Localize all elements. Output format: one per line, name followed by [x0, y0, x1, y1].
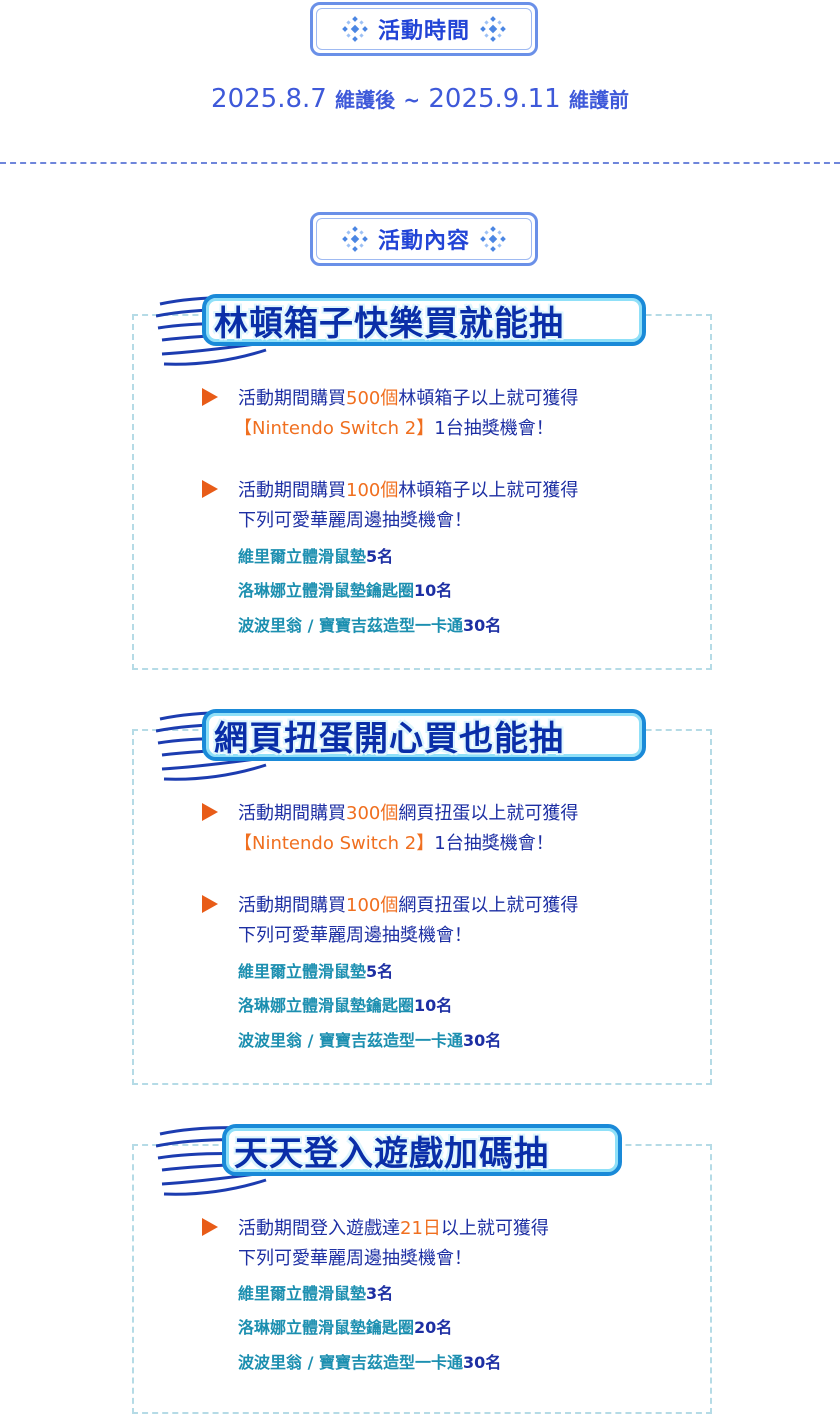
event-card-banner: 網頁扭蛋開心買也能抽: [202, 709, 646, 761]
item-text: 林頓箱子以上就可獲得: [398, 388, 579, 409]
item-text: 1台抽獎機會！: [434, 418, 554, 439]
item-text: 以上就可獲得: [440, 1218, 549, 1239]
event-card-box-login: 天天登入遊戲加碼抽 活動期間登入遊戲達21日以上就可獲得 下列可愛華麗周邊抽獎機…: [132, 1124, 712, 1414]
reward-item: 活動期間購買300個網頁扭蛋以上就可獲得 【Nintendo Switch 2】…: [202, 799, 578, 859]
event-card-banner: 林頓箱子快樂買就能抽: [202, 294, 646, 346]
event-card-title: 天天登入遊戲加碼抽: [234, 1133, 549, 1174]
prize-name: 【Nintendo Switch 2】: [234, 833, 435, 854]
reward-item: 活動期間購買100個林頓箱子以上就可獲得 下列可愛華麗周邊抽獎機會！: [202, 476, 578, 536]
start-date: 2025.8.7: [211, 84, 327, 114]
event-date-range: 2025.8.7 維護後 ~ 2025.9.11 維護前: [0, 84, 840, 114]
item-text: 網頁扭蛋以上就可獲得: [398, 895, 579, 916]
arrow-right-icon: [202, 388, 218, 406]
item-text: 活動期間購買: [238, 480, 346, 501]
event-card-title: 網頁扭蛋開心買也能抽: [214, 718, 564, 759]
item-text: 活動期間購買: [238, 388, 346, 409]
arrow-right-icon: [202, 480, 218, 498]
sparkle-icon: [342, 16, 368, 42]
item-text: 下列可愛華麗周邊抽獎機會！: [238, 925, 472, 946]
start-note: 維護後: [335, 88, 396, 112]
item-highlight: 100個: [346, 480, 399, 501]
item-text: 活動期間購買: [238, 803, 346, 824]
time-section-title: 活動時間: [377, 19, 470, 44]
item-highlight: 300個: [346, 803, 399, 824]
section-divider: [0, 162, 840, 164]
end-note: 維護前: [568, 88, 629, 112]
prize-line: 維里爾立體滑鼠墊5名: [238, 547, 394, 566]
arrow-right-icon: [202, 895, 218, 913]
prize-name: 【Nintendo Switch 2】: [234, 418, 435, 439]
item-text: 下列可愛華麗周邊抽獎機會！: [238, 1248, 472, 1269]
item-text: 1台抽獎機會！: [434, 833, 554, 854]
item-text: 下列可愛華麗周邊抽獎機會！: [238, 510, 472, 531]
prize-line: 維里爾立體滑鼠墊3名: [238, 1284, 394, 1303]
end-date: 2025.9.11: [428, 84, 561, 114]
prize-line: 洛琳娜立體滑鼠墊鑰匙圈10名: [238, 996, 453, 1015]
reward-item: 活動期間購買100個網頁扭蛋以上就可獲得 下列可愛華麗周邊抽獎機會！: [202, 891, 578, 951]
sparkle-icon: [480, 226, 506, 252]
sparkle-icon: [480, 16, 506, 42]
item-text: 活動期間購買: [238, 895, 346, 916]
item-highlight: 100個: [346, 895, 399, 916]
date-separator: ~: [403, 88, 421, 112]
arrow-right-icon: [202, 803, 218, 821]
event-card-box-gacha: 網頁扭蛋開心買也能抽 活動期間購買300個網頁扭蛋以上就可獲得 【Nintend…: [132, 709, 712, 1085]
item-text: 活動期間登入遊戲達: [238, 1218, 400, 1239]
prize-line: 洛琳娜立體滑鼠墊鑰匙圈20名: [238, 1318, 453, 1337]
arrow-right-icon: [202, 1218, 218, 1236]
prize-line: 波波里翁 / 寶寶吉茲造型一卡通30名: [238, 1031, 502, 1050]
content-section-title-box: 活動內容: [310, 212, 538, 266]
item-highlight: 500個: [346, 388, 399, 409]
event-card-box-purchase: 林頓箱子快樂買就能抽 活動期間購買500個林頓箱子以上就可獲得 【Nintend…: [132, 294, 712, 670]
content-section-title: 活動內容: [377, 229, 470, 254]
reward-item: 活動期間登入遊戲達21日以上就可獲得 下列可愛華麗周邊抽獎機會！: [202, 1214, 549, 1274]
item-text: 網頁扭蛋以上就可獲得: [398, 803, 579, 824]
prize-line: 波波里翁 / 寶寶吉茲造型一卡通30名: [238, 616, 502, 635]
time-section-title-box: 活動時間: [310, 2, 538, 56]
sparkle-icon: [342, 226, 368, 252]
item-text: 林頓箱子以上就可獲得: [398, 480, 579, 501]
prize-line: 波波里翁 / 寶寶吉茲造型一卡通30名: [238, 1353, 502, 1372]
prize-line: 維里爾立體滑鼠墊5名: [238, 962, 394, 981]
prize-line: 洛琳娜立體滑鼠墊鑰匙圈10名: [238, 581, 453, 600]
event-card-banner: 天天登入遊戲加碼抽: [222, 1124, 622, 1176]
event-card-title: 林頓箱子快樂買就能抽: [214, 303, 564, 344]
item-highlight: 21日: [400, 1218, 441, 1239]
reward-item: 活動期間購買500個林頓箱子以上就可獲得 【Nintendo Switch 2】…: [202, 384, 578, 444]
